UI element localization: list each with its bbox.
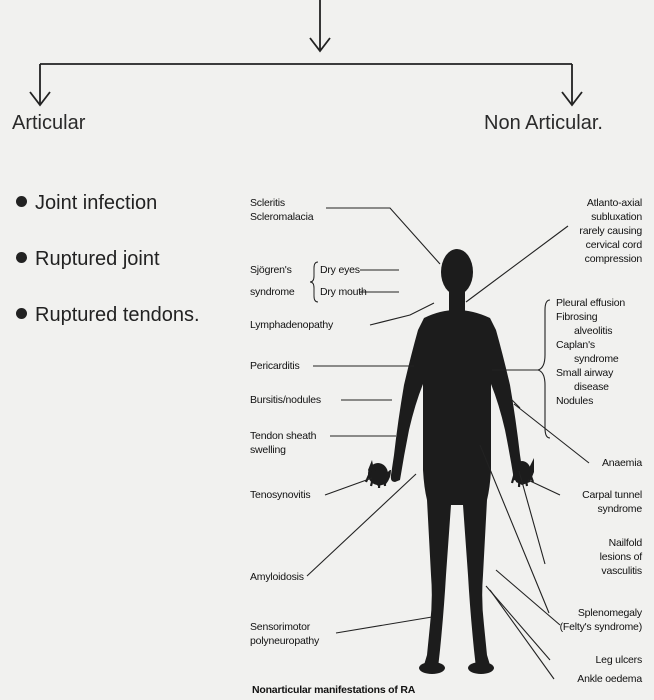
label-bursitis: Bursitis/nodules xyxy=(250,393,321,407)
label-atlanto-axial: Atlanto-axial xyxy=(587,196,642,210)
label-tendon-sheath: Tendon sheath xyxy=(250,429,316,443)
label-small-airway: Small airway xyxy=(556,366,613,380)
sjogren-brace xyxy=(310,262,318,302)
label-tendon-swelling: swelling xyxy=(250,443,286,457)
label-pleural-effusion: Pleural effusion xyxy=(556,296,625,310)
branch-connector xyxy=(30,0,582,105)
articular-item-joint-infection: Joint infection xyxy=(16,192,157,215)
label-nodules: Nodules xyxy=(556,394,593,408)
label-scleromalacia: Scleromalacia xyxy=(250,210,313,224)
bullet-dot xyxy=(16,196,27,207)
bullet-dot xyxy=(16,252,27,263)
label-lymphadenopathy: Lymphadenopathy xyxy=(250,318,333,332)
label-tenosynovitis: Tenosynovitis xyxy=(250,488,310,502)
label-feltys: (Felty's syndrome) xyxy=(560,620,642,634)
label-carpal-tunnel: Carpal tunnel xyxy=(582,488,642,502)
label-caplans-syndrome: syndrome xyxy=(574,352,619,366)
label-rarely-causing: rarely causing xyxy=(579,224,642,238)
label-sensorimotor: Sensorimotor xyxy=(250,620,310,634)
label-cervical-cord: cervical cord xyxy=(586,238,642,252)
label-ankle-oedema: Ankle oedema xyxy=(577,672,642,686)
label-splenomegaly: Splenomegaly xyxy=(578,606,642,620)
bullet-dot xyxy=(16,308,27,319)
articular-item-ruptured-joint: Ruptured joint xyxy=(16,248,160,271)
label-dry-eyes: Dry eyes xyxy=(320,263,360,277)
label-fibrosing: Fibrosing xyxy=(556,310,597,324)
articular-item-ruptured-tendons: Ruptured tendons. xyxy=(16,304,200,327)
label-compression: compression xyxy=(585,252,642,266)
label-sjogrens-2: syndrome xyxy=(250,285,295,299)
heading-articular: Articular xyxy=(12,112,85,135)
label-pericarditis: Pericarditis xyxy=(250,359,300,373)
label-disease: disease xyxy=(574,380,609,394)
label-leg-ulcers: Leg ulcers xyxy=(596,653,642,667)
label-anaemia: Anaemia xyxy=(602,456,642,470)
heading-non-articular: Non Articular. xyxy=(484,112,603,135)
label-scleritis: Scleritis xyxy=(250,196,285,210)
label-dry-mouth: Dry mouth xyxy=(320,285,367,299)
label-sjogrens-1: Sjögren's xyxy=(250,263,292,277)
label-caplans: Caplan's xyxy=(556,338,595,352)
label-carpal-syndrome: syndrome xyxy=(597,502,642,516)
label-nailfold: Nailfold xyxy=(609,536,642,550)
label-amyloidosis: Amyloidosis xyxy=(250,570,304,584)
label-lesions-of: lesions of xyxy=(600,550,642,564)
figure-caption: Nonarticular manifestations of RA xyxy=(252,684,415,696)
human-body-silhouette xyxy=(366,249,534,674)
label-subluxation: subluxation xyxy=(591,210,642,224)
label-polyneuropathy: polyneuropathy xyxy=(250,634,319,648)
label-vasculitis: vasculitis xyxy=(601,564,642,578)
label-alveolitis: alveolitis xyxy=(574,324,612,338)
